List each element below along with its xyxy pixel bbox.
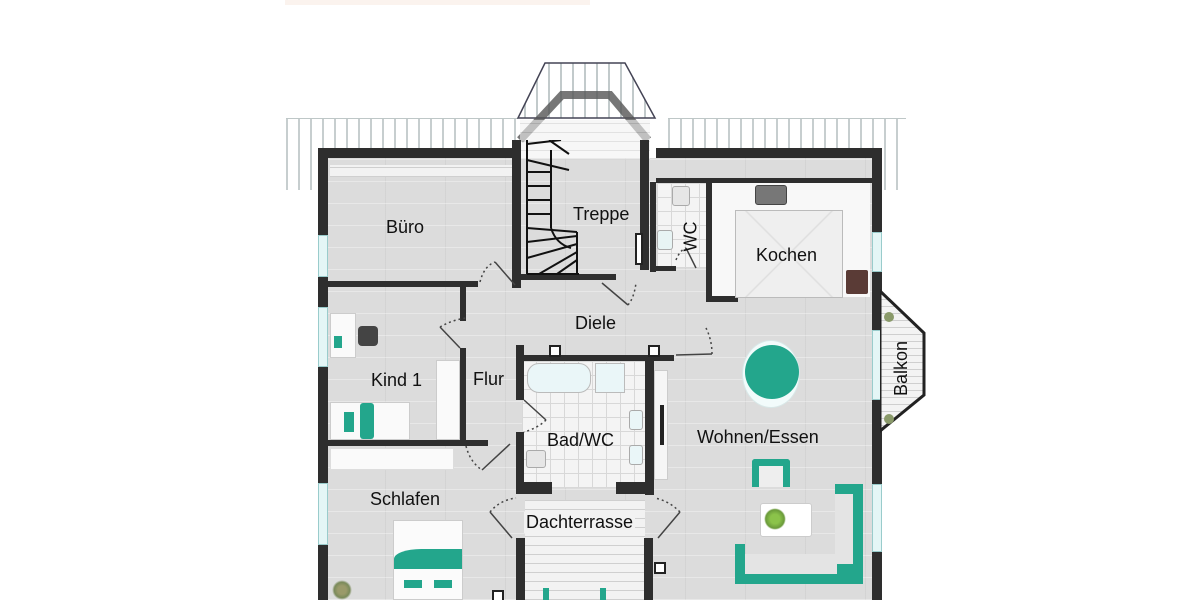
wall-terrace-left (516, 538, 525, 600)
terrace-chair (543, 588, 549, 600)
pillar (549, 345, 561, 357)
desk-item (334, 336, 342, 348)
bed-blanket (394, 549, 462, 569)
wall-kind-right-lower (460, 348, 466, 444)
wall-stair-right (640, 140, 649, 270)
sofa-l (735, 484, 863, 584)
sink-icon (755, 185, 787, 205)
desk (330, 313, 356, 358)
wall-kitchen-bottom (706, 296, 738, 302)
pillar (648, 345, 660, 357)
room-label-kind1: Kind 1 (371, 370, 423, 390)
roof-dormer (516, 62, 657, 143)
balkon (880, 288, 926, 433)
wall-bad-bottom-right (616, 482, 654, 494)
bad-sink-1-icon (629, 410, 643, 430)
kids-bed-blanket (360, 403, 374, 439)
wall-buero-bottom (328, 281, 478, 287)
bed-pillow-right (434, 580, 452, 588)
wall-kind-right (460, 281, 466, 321)
wall-bad-left-lower (516, 432, 524, 494)
wall-bad-bottom-left (516, 482, 552, 494)
terrace-chair (600, 588, 606, 600)
room-label-dachterrasse: Dachterrasse (524, 512, 636, 533)
wall-wc-kitchen (706, 182, 712, 300)
wall-bad-top (516, 355, 674, 361)
room-label-treppe: Treppe (573, 204, 630, 224)
pillar (654, 562, 666, 574)
buero-window-strip (330, 165, 512, 177)
bathtub-icon (527, 363, 591, 393)
wall-wc-bottom (656, 266, 676, 271)
wall-terrace-right (644, 538, 653, 600)
bad-sink-2-icon (629, 445, 643, 465)
room-label-diele: Diele (575, 313, 617, 333)
desk-chair (358, 326, 378, 346)
wc-toilet-icon (672, 186, 690, 206)
staircase (526, 140, 579, 275)
room-label-flur: Flur (473, 369, 504, 389)
wardrobe-schlafen (330, 448, 454, 470)
wardrobe-kind (436, 360, 460, 440)
wall-bad-left (516, 345, 524, 400)
wall-outer-top-right (656, 148, 882, 158)
room-label-schlafen: Schlafen (370, 489, 441, 509)
stove-icon (846, 270, 868, 294)
wall-stair-left (512, 140, 521, 288)
shower-tray (595, 363, 625, 393)
room-label-buero: Büro (386, 217, 425, 237)
wall-kitchen-top (656, 178, 874, 183)
armchair (752, 459, 790, 487)
dining-table (745, 345, 799, 399)
kitchen-island (735, 210, 843, 298)
room-label-wc: WC (680, 221, 701, 252)
wall-bad-right (645, 355, 654, 495)
room-label-wohnen: Wohnen/Essen (697, 427, 819, 447)
window-kind (318, 307, 328, 367)
room-label-kochen: Kochen (756, 245, 818, 265)
window-buero (318, 235, 328, 277)
room-label-balkon: Balkon (891, 340, 912, 397)
bad-toilet-icon (526, 450, 546, 468)
tv-icon (660, 405, 664, 445)
pillar (492, 590, 504, 600)
wall-kind-bottom (328, 440, 488, 446)
wall-wc-left (650, 182, 656, 272)
wall-outer-top-left (318, 148, 518, 158)
bed-pillow-left (404, 580, 422, 588)
room-label-bad: Bad/WC (547, 430, 615, 450)
wall-stair-bottom (521, 274, 616, 280)
plant-icon (764, 508, 786, 530)
treppe-cabinet (635, 233, 643, 265)
window-schlafen (318, 483, 328, 545)
header-strip (285, 0, 590, 5)
kids-bed-pillow (344, 412, 354, 432)
window-wohnen-right (872, 484, 882, 552)
window-kitchen-right (872, 232, 882, 272)
plant-icon (332, 580, 352, 600)
wc-sink-icon (657, 230, 673, 250)
treppe-top (520, 120, 650, 160)
wall-outer-left (318, 148, 328, 600)
